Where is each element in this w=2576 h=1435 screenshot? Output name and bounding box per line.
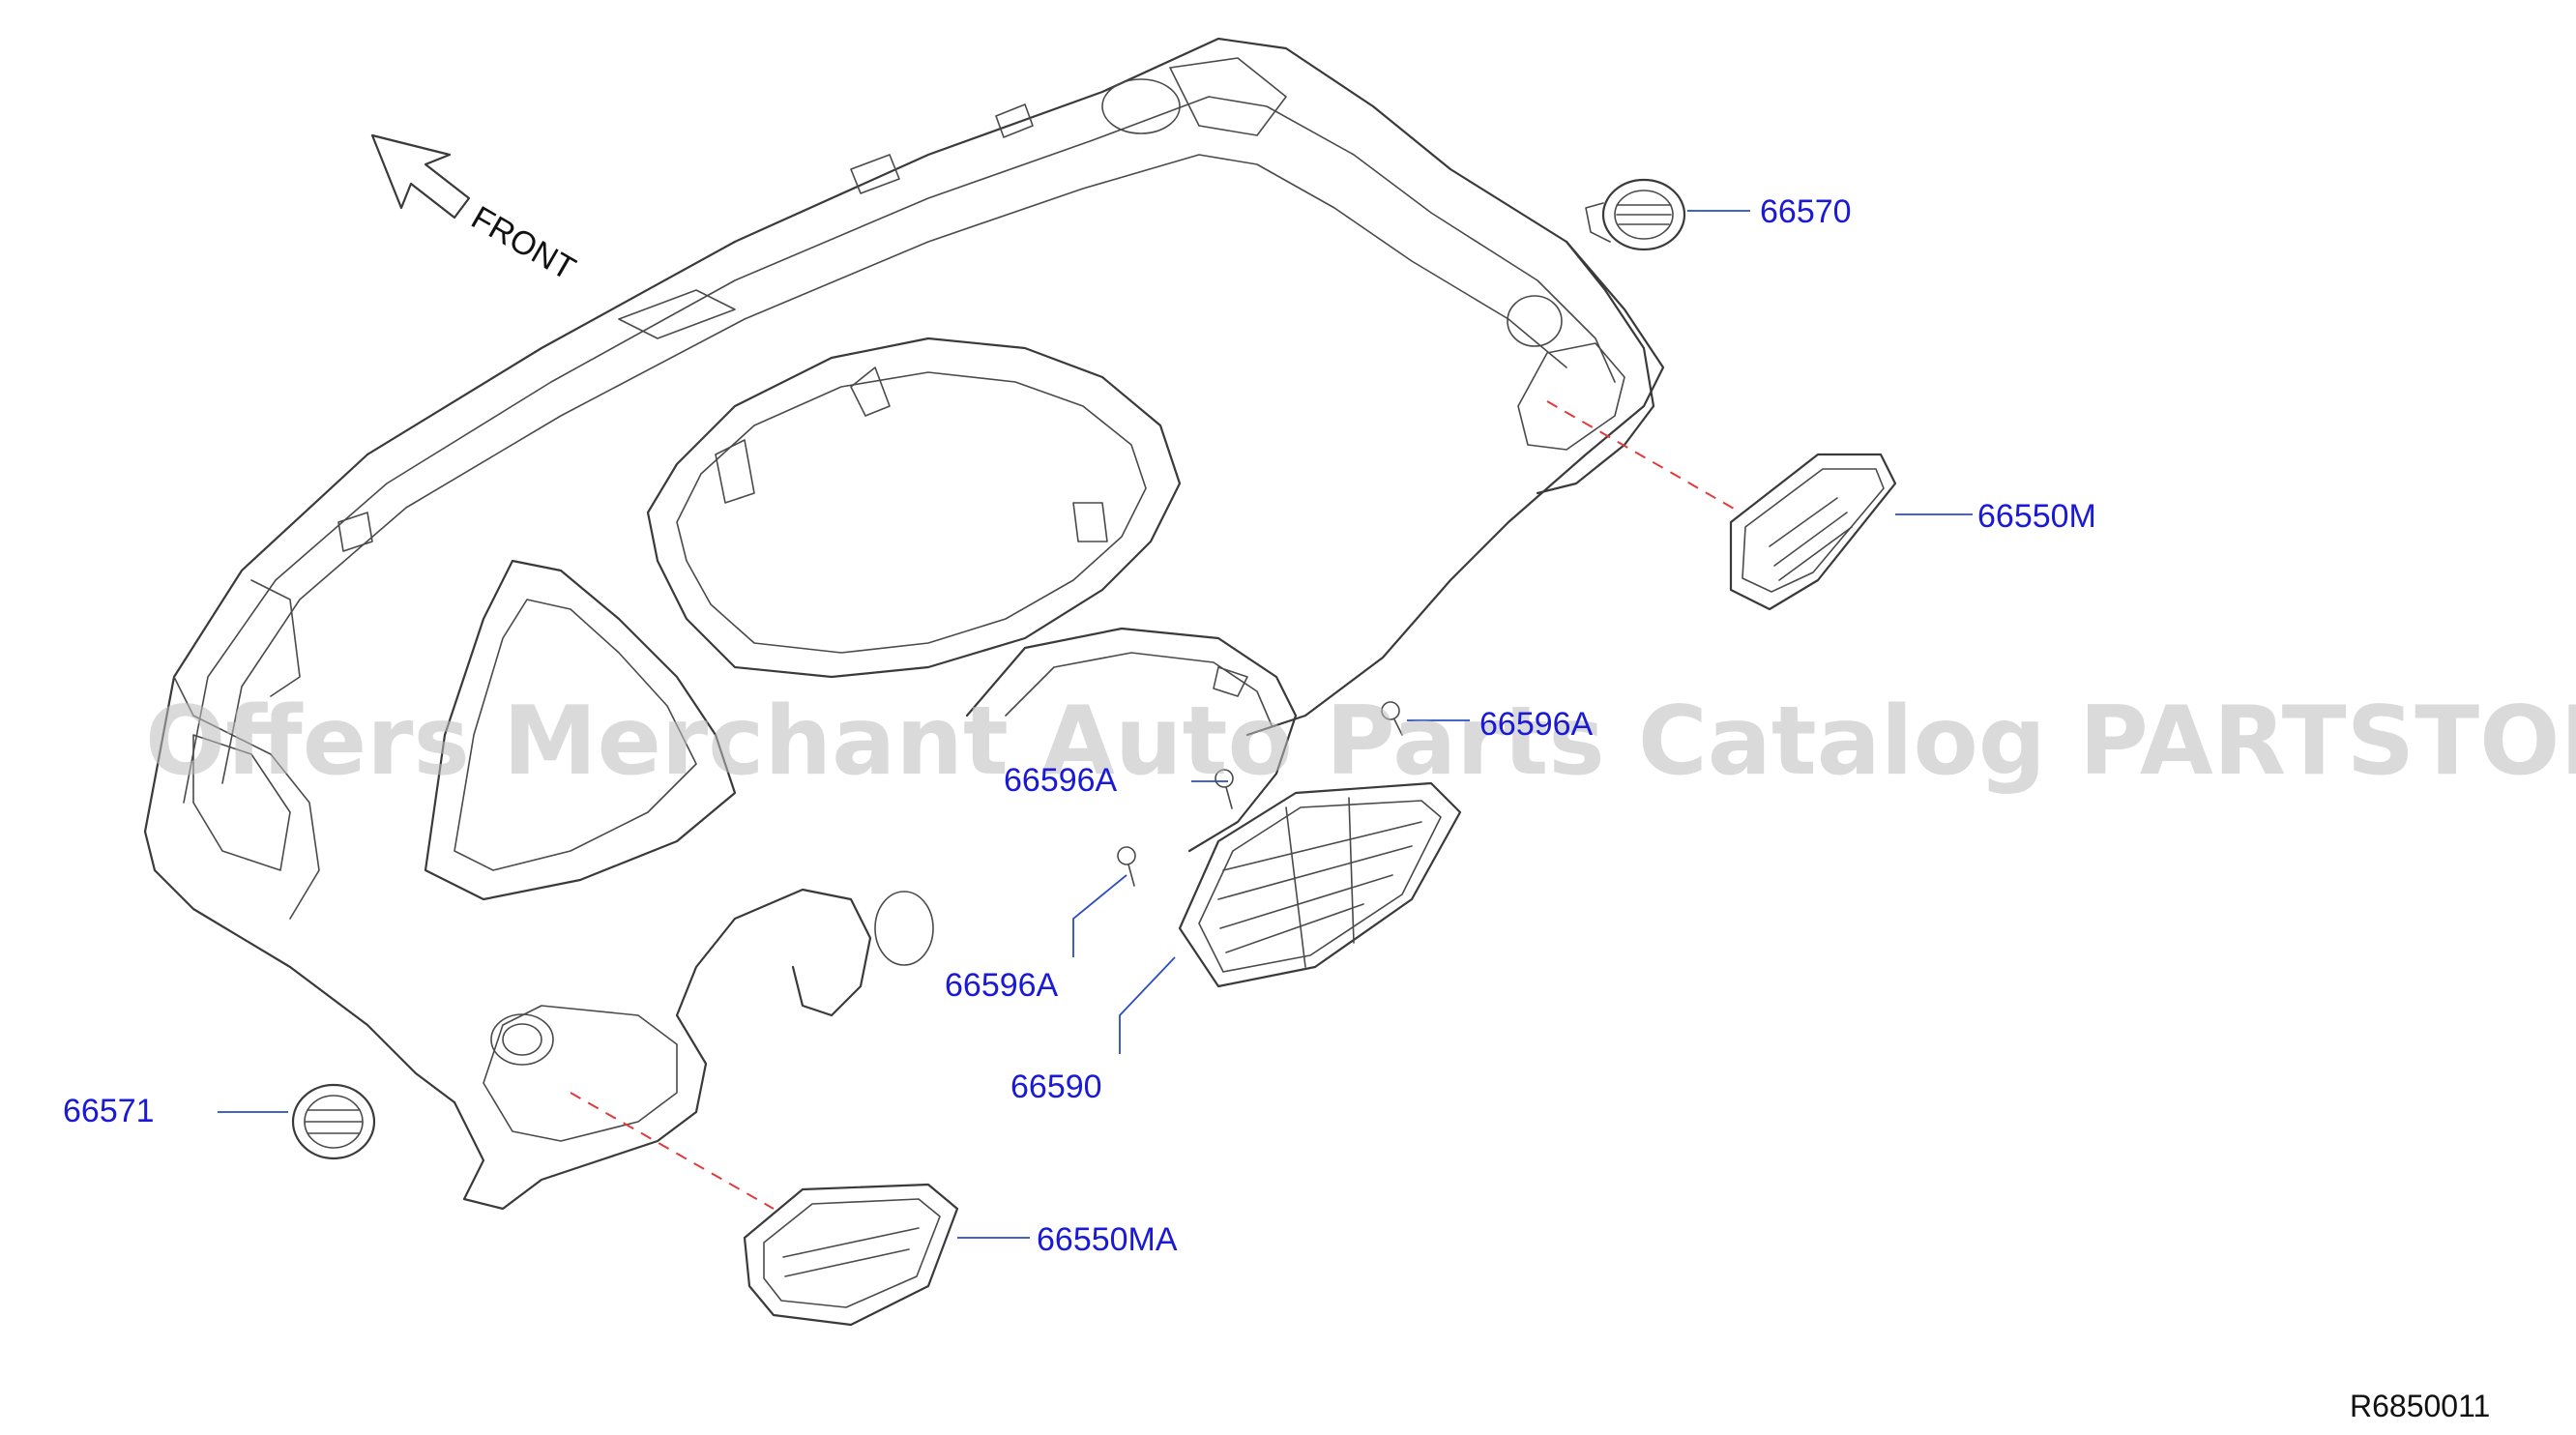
arrow-up-left-icon (370, 133, 471, 220)
alignment-dashes (570, 400, 1742, 1210)
part-66550MA-vent (743, 1183, 959, 1327)
callout-66596A-mid: 66596A (1004, 762, 1118, 799)
part-66570-vent (1585, 178, 1686, 251)
callout-66550M: 66550M (1977, 498, 2096, 535)
callout-66550MA: 66550MA (1037, 1221, 1178, 1258)
watermark-text: Offers Merchant Auto Parts Catalog PARTS… (145, 687, 2576, 797)
screw-66596A-left (1117, 846, 1136, 887)
screw-66596A-right (1381, 701, 1403, 736)
callout-66571: 66571 (63, 1093, 155, 1129)
front-indicator: FRONT (370, 133, 581, 287)
callout-labels: 66570 66550M 66596A 66596A 66596A 66590 … (63, 193, 2096, 1258)
callout-66596A-left: 66596A (945, 967, 1059, 1004)
reference-code: R6850011 (2350, 1389, 2490, 1423)
callout-66570: 66570 (1760, 193, 1852, 230)
callout-66590: 66590 (1010, 1069, 1102, 1105)
part-66550M-vent (1729, 453, 1897, 611)
callout-66596A-right: 66596A (1479, 706, 1594, 743)
instrument-panel-body (143, 37, 1665, 1211)
leader-lines (218, 210, 1973, 1239)
part-66571-vent (291, 1083, 376, 1160)
screw-66596A-mid (1215, 769, 1234, 809)
front-label: FRONT (465, 199, 581, 287)
part-66590-center-vent (1178, 781, 1462, 988)
